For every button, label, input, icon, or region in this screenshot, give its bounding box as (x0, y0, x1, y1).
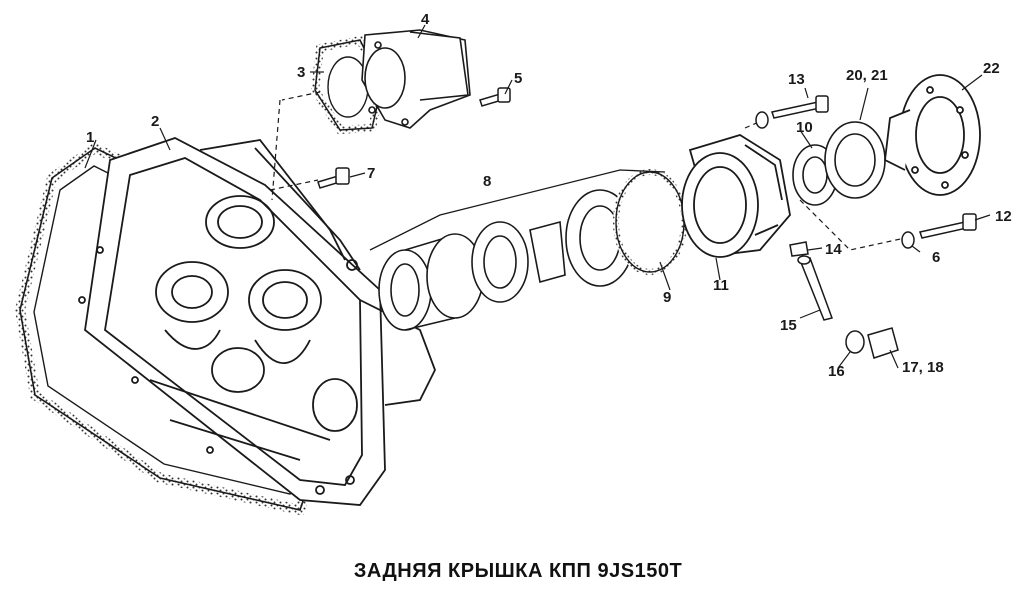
callout-20-21: 20, 21 (846, 67, 888, 84)
output-shaft-bearings (378, 169, 687, 331)
callout-17-18: 17, 18 (902, 359, 944, 376)
callout-2: 2 (151, 113, 159, 130)
callout-4: 4 (421, 11, 430, 28)
speedometer-drive-parts (789, 241, 899, 359)
rear-cover-housing (78, 137, 436, 506)
callout-22: 22 (983, 60, 1000, 77)
callout-13: 13 (788, 71, 805, 88)
callout-10: 10 (796, 119, 813, 136)
bolt-12 (901, 213, 977, 249)
callout-14: 14 (825, 241, 842, 258)
bolt-5 (479, 87, 511, 107)
callout-8: 8 (483, 173, 491, 190)
callout-16: 16 (828, 363, 845, 380)
bolt-7 (317, 167, 350, 189)
leader-lines (84, 24, 991, 369)
flange-housing (681, 134, 791, 258)
diagram-caption: ЗАДНЯЯ КРЫШКА КПП 9JS150T (353, 560, 683, 582)
bearing-race (792, 121, 886, 206)
callout-6: 6 (932, 249, 940, 266)
pto-cover (361, 29, 471, 129)
bolt-13 (755, 95, 829, 129)
callout-bracket-8 (369, 169, 666, 251)
callout-12: 12 (995, 208, 1012, 225)
callout-3: 3 (297, 64, 305, 81)
callout-11: 11 (713, 277, 729, 294)
callout-1: 1 (86, 129, 94, 146)
callout-9: 9 (663, 289, 671, 306)
companion-flange (884, 74, 981, 196)
gasket-large (14, 142, 336, 516)
callout-15: 15 (780, 317, 797, 334)
callout-7: 7 (367, 165, 375, 182)
callout-5: 5 (514, 70, 522, 87)
